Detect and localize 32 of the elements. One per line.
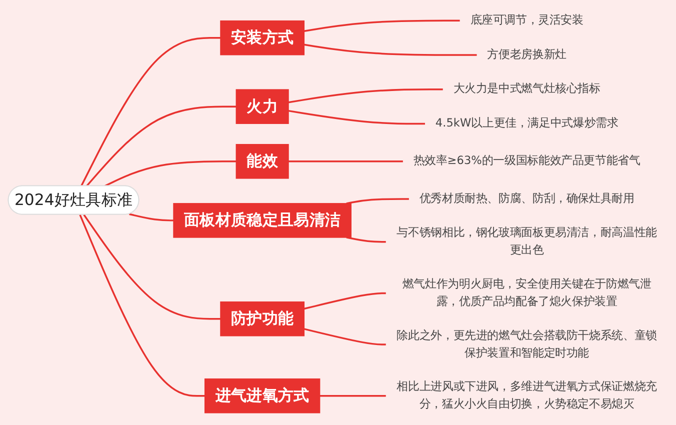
node-text: 4.5kW以上更佳，满足中式爆炒需求 bbox=[435, 117, 618, 130]
node-text: 热效率≥63%的一级国标能效产品更节能省气 bbox=[413, 154, 640, 168]
connector bbox=[304, 20, 460, 32]
connector bbox=[79, 214, 205, 397]
node-box: 能效 bbox=[236, 144, 289, 179]
node-box: 面板材质稳定且易清洁 bbox=[173, 203, 352, 238]
node-box: 安装方式 bbox=[220, 20, 305, 56]
node-text: 除此之外，更先进的燃气灶会搭载防干烧系统、童锁保护装置和智能定时功能 bbox=[396, 329, 657, 360]
connector bbox=[104, 160, 236, 187]
node-box: 防护功能 bbox=[220, 301, 305, 336]
node-text: 相比上进风或下进风，多维进气进氧方式保证燃烧充分，猛火小火自由切换，火势稳定不易熄灭 bbox=[396, 380, 657, 411]
connector bbox=[304, 328, 386, 346]
connector bbox=[346, 198, 409, 204]
node-text: 底座可调节，灵活安装 bbox=[470, 14, 584, 27]
node-text: 燃气灶作为明火厨电，安全使用关键在于防燃气泄露，优质产品均配备了熄火保护装置 bbox=[402, 278, 652, 308]
connector bbox=[86, 106, 236, 187]
connector bbox=[346, 236, 386, 243]
connector bbox=[83, 214, 221, 320]
node-text: 与不锈钢相比，钢化玻璃面板更易清洁，耐高温性能更出色 bbox=[396, 226, 657, 257]
node-text: 方便老房换新灶 bbox=[487, 48, 566, 62]
connector bbox=[320, 394, 386, 397]
connector bbox=[304, 292, 386, 310]
connector bbox=[288, 160, 403, 162]
node-text: 大火力是中式燃气灶核心指标 bbox=[453, 82, 600, 96]
connector bbox=[80, 36, 221, 186]
connector bbox=[129, 213, 174, 222]
connector bbox=[288, 110, 425, 125]
node-box: 进气进氧方式 bbox=[204, 378, 320, 414]
connector bbox=[304, 44, 477, 56]
node-box: 火力 bbox=[236, 89, 289, 124]
connector bbox=[288, 88, 443, 104]
node-text: 优秀材质耐热、防腐、防刮，确保灶具耐用 bbox=[419, 192, 634, 206]
